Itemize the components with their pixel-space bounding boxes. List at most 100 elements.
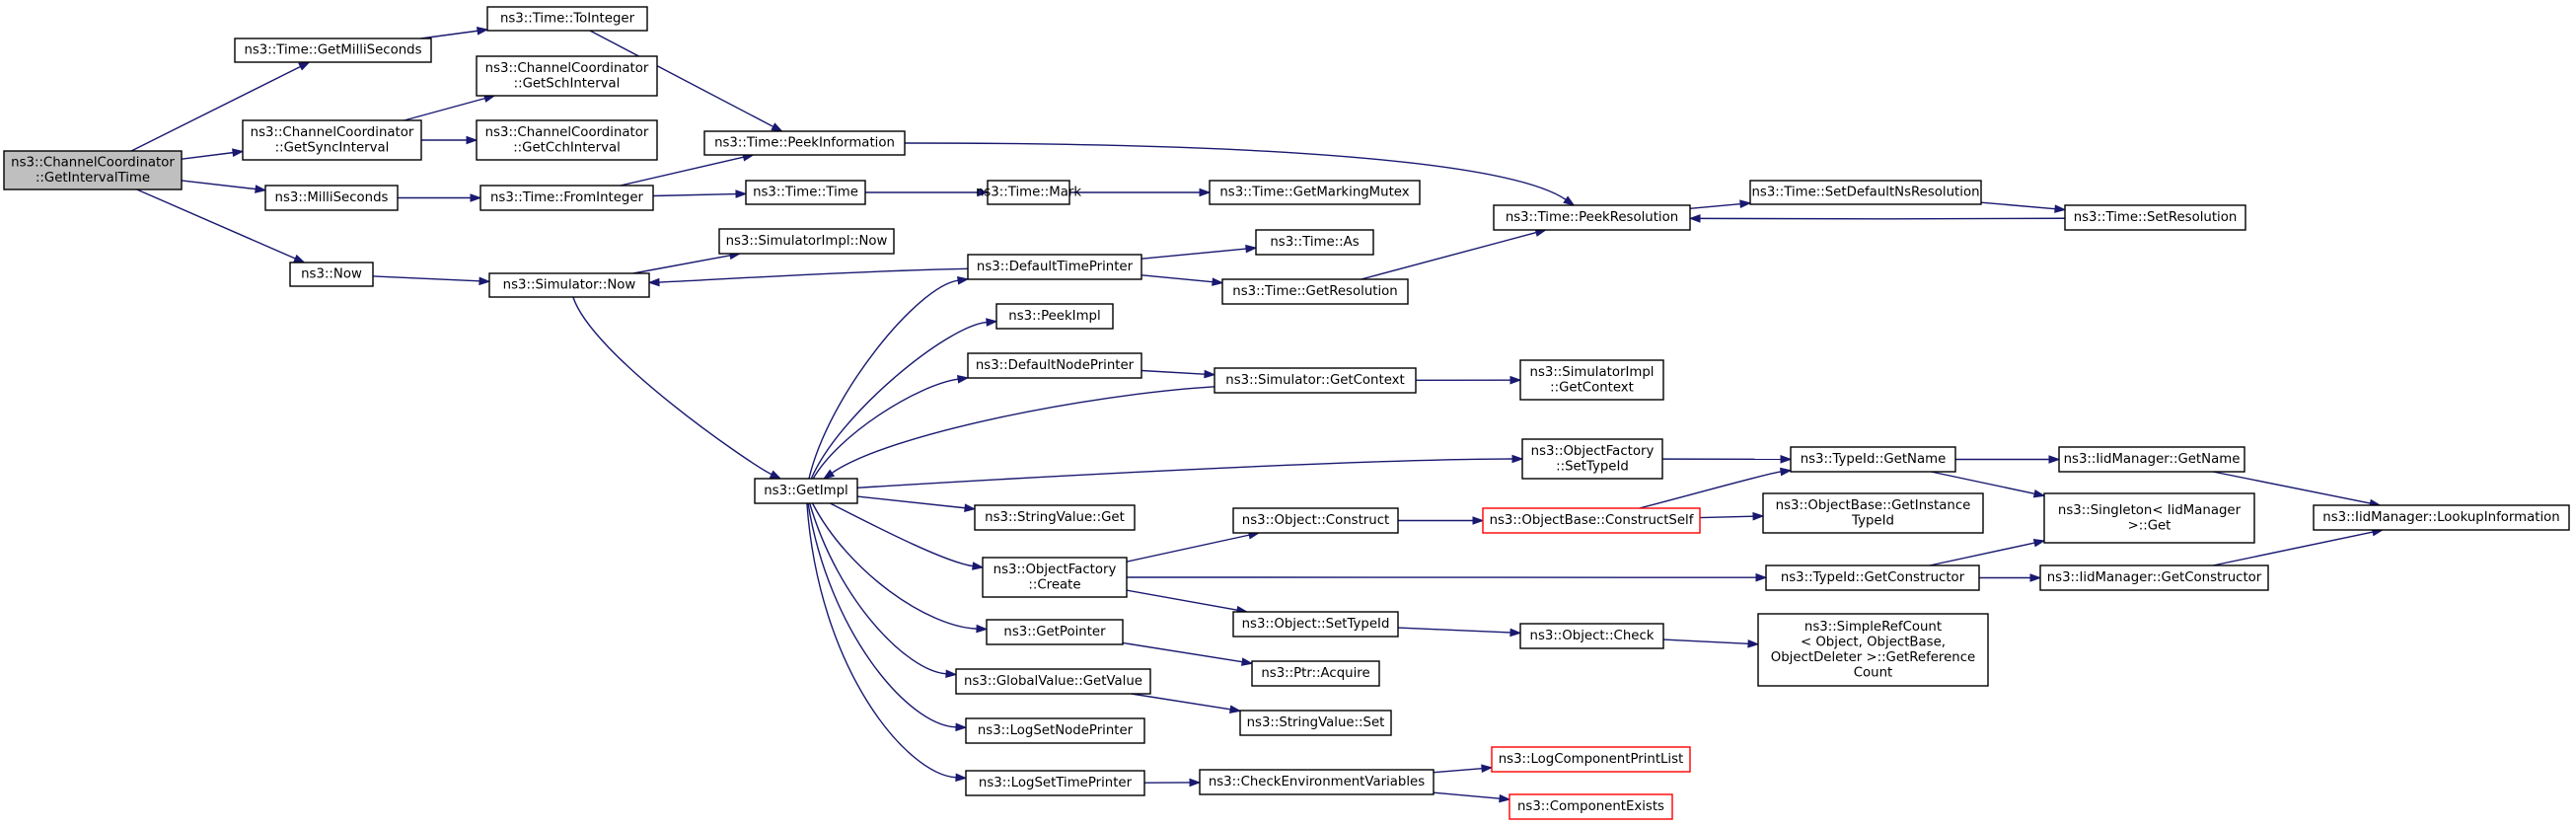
node-setDefaultNsResolution[interactable]: ns3::Time::SetDefaultNsResolution: [1749, 180, 1982, 205]
node-box[interactable]: [974, 504, 1136, 531]
node-box[interactable]: [1214, 367, 1417, 394]
node-box[interactable]: [1790, 446, 1956, 473]
node-getSyncInterval[interactable]: ns3::ChannelCoordinator::GetSyncInterval: [242, 119, 422, 161]
node-fromInteger[interactable]: ns3::Time::FromInteger: [479, 185, 654, 211]
node-simImplGetContext[interactable]: ns3::SimulatorImpl::GetContext: [1519, 359, 1664, 401]
node-box[interactable]: [1255, 229, 1374, 256]
node-box[interactable]: [2064, 204, 2246, 231]
node-getMarkingMutex[interactable]: ns3::Time::GetMarkingMutex: [1209, 180, 1421, 205]
node-simulatorNow[interactable]: ns3::Simulator::Now: [488, 272, 650, 298]
node-ofSetTypeId[interactable]: ns3::ObjectFactory::SetTypeId: [1521, 438, 1663, 480]
node-box[interactable]: [2313, 504, 2570, 531]
node-box[interactable]: [1482, 507, 1701, 534]
node-box[interactable]: [479, 185, 654, 211]
node-getRefCount[interactable]: ns3::SimpleRefCount< Object, ObjectBase,…: [1757, 613, 1989, 687]
node-box[interactable]: [1199, 769, 1435, 795]
node-checkEnvVars[interactable]: ns3::CheckEnvironmentVariables: [1199, 769, 1435, 795]
node-logSetNodePrinter[interactable]: ns3::LogSetNodePrinter: [965, 717, 1145, 744]
node-box[interactable]: [476, 55, 658, 97]
node-box[interactable]: [1757, 613, 1989, 687]
node-box[interactable]: [2039, 564, 2269, 591]
node-box[interactable]: [1765, 564, 1980, 591]
node-box[interactable]: [1762, 492, 1984, 534]
node-box[interactable]: [1749, 180, 1982, 205]
node-simGetContext[interactable]: ns3::Simulator::GetContext: [1214, 367, 1417, 394]
node-componentExists[interactable]: ns3::ComponentExists: [1509, 793, 1673, 820]
node-box[interactable]: [955, 668, 1151, 695]
node-box[interactable]: [982, 557, 1128, 598]
node-globalGetValue[interactable]: ns3::GlobalValue::GetValue: [955, 668, 1151, 695]
node-box[interactable]: [1493, 204, 1691, 231]
node-toInteger[interactable]: ns3::Time::ToInteger: [486, 6, 648, 32]
node-defaultNodePrinter[interactable]: ns3::DefaultNodePrinter: [967, 352, 1142, 379]
node-objectSetTypeId[interactable]: ns3::Object::SetTypeId: [1232, 611, 1399, 638]
node-getSchInterval[interactable]: ns3::ChannelCoordinator::GetSchInterval: [476, 55, 658, 97]
node-getPointer[interactable]: ns3::GetPointer: [986, 619, 1124, 645]
node-box[interactable]: [967, 352, 1142, 379]
node-box[interactable]: [242, 119, 422, 161]
node-box[interactable]: [2058, 446, 2245, 473]
node-iidGetName[interactable]: ns3::IidManager::GetName: [2058, 446, 2245, 473]
node-timeTime[interactable]: ns3::Time::Time: [745, 180, 866, 205]
node-objectConstruct[interactable]: ns3::Object::Construct: [1232, 507, 1399, 534]
node-box[interactable]: [1491, 746, 1691, 773]
node-box[interactable]: [1509, 793, 1673, 820]
node-getCchInterval[interactable]: ns3::ChannelCoordinator::GetCchInterval: [476, 119, 658, 161]
node-typeIdGetName[interactable]: ns3::TypeId::GetName: [1790, 446, 1956, 473]
node-getMilliSeconds[interactable]: ns3::Time::GetMilliSeconds: [234, 38, 432, 63]
node-objectCheck[interactable]: ns3::Object::Check: [1519, 623, 1664, 649]
node-box[interactable]: [476, 119, 658, 161]
node-box[interactable]: [486, 6, 648, 32]
node-milliSeconds[interactable]: ns3::MilliSeconds: [264, 185, 399, 211]
node-box[interactable]: [234, 38, 432, 63]
node-box[interactable]: [3, 150, 183, 190]
node-box[interactable]: [718, 228, 895, 255]
node-logSetTimePrinter[interactable]: ns3::LogSetTimePrinter: [965, 770, 1145, 796]
node-box[interactable]: [264, 185, 399, 211]
node-box[interactable]: [754, 478, 858, 504]
node-peekResolution[interactable]: ns3::Time::PeekResolution: [1493, 204, 1691, 231]
node-stringValueGet[interactable]: ns3::StringValue::Get: [974, 504, 1136, 531]
node-box[interactable]: [745, 180, 866, 205]
node-simImplNow[interactable]: ns3::SimulatorImpl::Now: [718, 228, 895, 255]
node-box[interactable]: [703, 130, 906, 156]
node-box[interactable]: [2043, 492, 2255, 544]
node-box[interactable]: [1232, 507, 1399, 534]
node-box[interactable]: [1232, 611, 1399, 638]
node-typeIdGetConstructor[interactable]: ns3::TypeId::GetConstructor: [1765, 564, 1980, 591]
node-ptrAcquire[interactable]: ns3::Ptr::Acquire: [1251, 660, 1380, 687]
node-box[interactable]: [1521, 438, 1663, 480]
node-now[interactable]: ns3::Now: [289, 262, 374, 287]
node-box[interactable]: [967, 254, 1142, 280]
node-box[interactable]: [289, 262, 374, 287]
node-box[interactable]: [986, 619, 1124, 645]
node-iidGetConstructor[interactable]: ns3::IidManager::GetConstructor: [2039, 564, 2269, 591]
node-getResolution[interactable]: ns3::Time::GetResolution: [1221, 278, 1409, 305]
node-box[interactable]: [1519, 359, 1664, 401]
node-box[interactable]: [488, 272, 650, 298]
node-getImpl[interactable]: ns3::GetImpl: [754, 478, 858, 504]
node-box[interactable]: [965, 770, 1145, 796]
node-constructSelf[interactable]: ns3::ObjectBase::ConstructSelf: [1482, 507, 1701, 534]
node-box[interactable]: [965, 717, 1145, 744]
node-timeMark[interactable]: ns3::Time::Mark: [976, 180, 1081, 205]
node-box[interactable]: [1519, 623, 1664, 649]
node-box[interactable]: [987, 180, 1070, 205]
node-box[interactable]: [1209, 180, 1421, 205]
node-defaultTimePrinter[interactable]: ns3::DefaultTimePrinter: [967, 254, 1142, 280]
node-box[interactable]: [1251, 660, 1380, 687]
node-logComponentPrintList[interactable]: ns3::LogComponentPrintList: [1491, 746, 1691, 773]
node-singletonGet[interactable]: ns3::Singleton< IidManager >::Get: [2043, 492, 2255, 544]
node-box[interactable]: [1239, 710, 1392, 736]
node-ofCreate[interactable]: ns3::ObjectFactory::Create: [982, 557, 1128, 598]
node-root[interactable]: ns3::ChannelCoordinator::GetIntervalTime: [3, 150, 183, 190]
node-setResolution[interactable]: ns3::Time::SetResolution: [2064, 204, 2246, 231]
node-box[interactable]: [1221, 278, 1409, 305]
node-peekImpl[interactable]: ns3::PeekImpl: [995, 303, 1114, 330]
node-stringValueSet[interactable]: ns3::StringValue::Set: [1239, 710, 1392, 736]
node-iidLookup[interactable]: ns3::IidManager::LookupInformation: [2313, 504, 2570, 531]
node-timeAs[interactable]: ns3::Time::As: [1255, 229, 1374, 256]
node-box[interactable]: [995, 303, 1114, 330]
node-peekInformation[interactable]: ns3::Time::PeekInformation: [703, 130, 906, 156]
